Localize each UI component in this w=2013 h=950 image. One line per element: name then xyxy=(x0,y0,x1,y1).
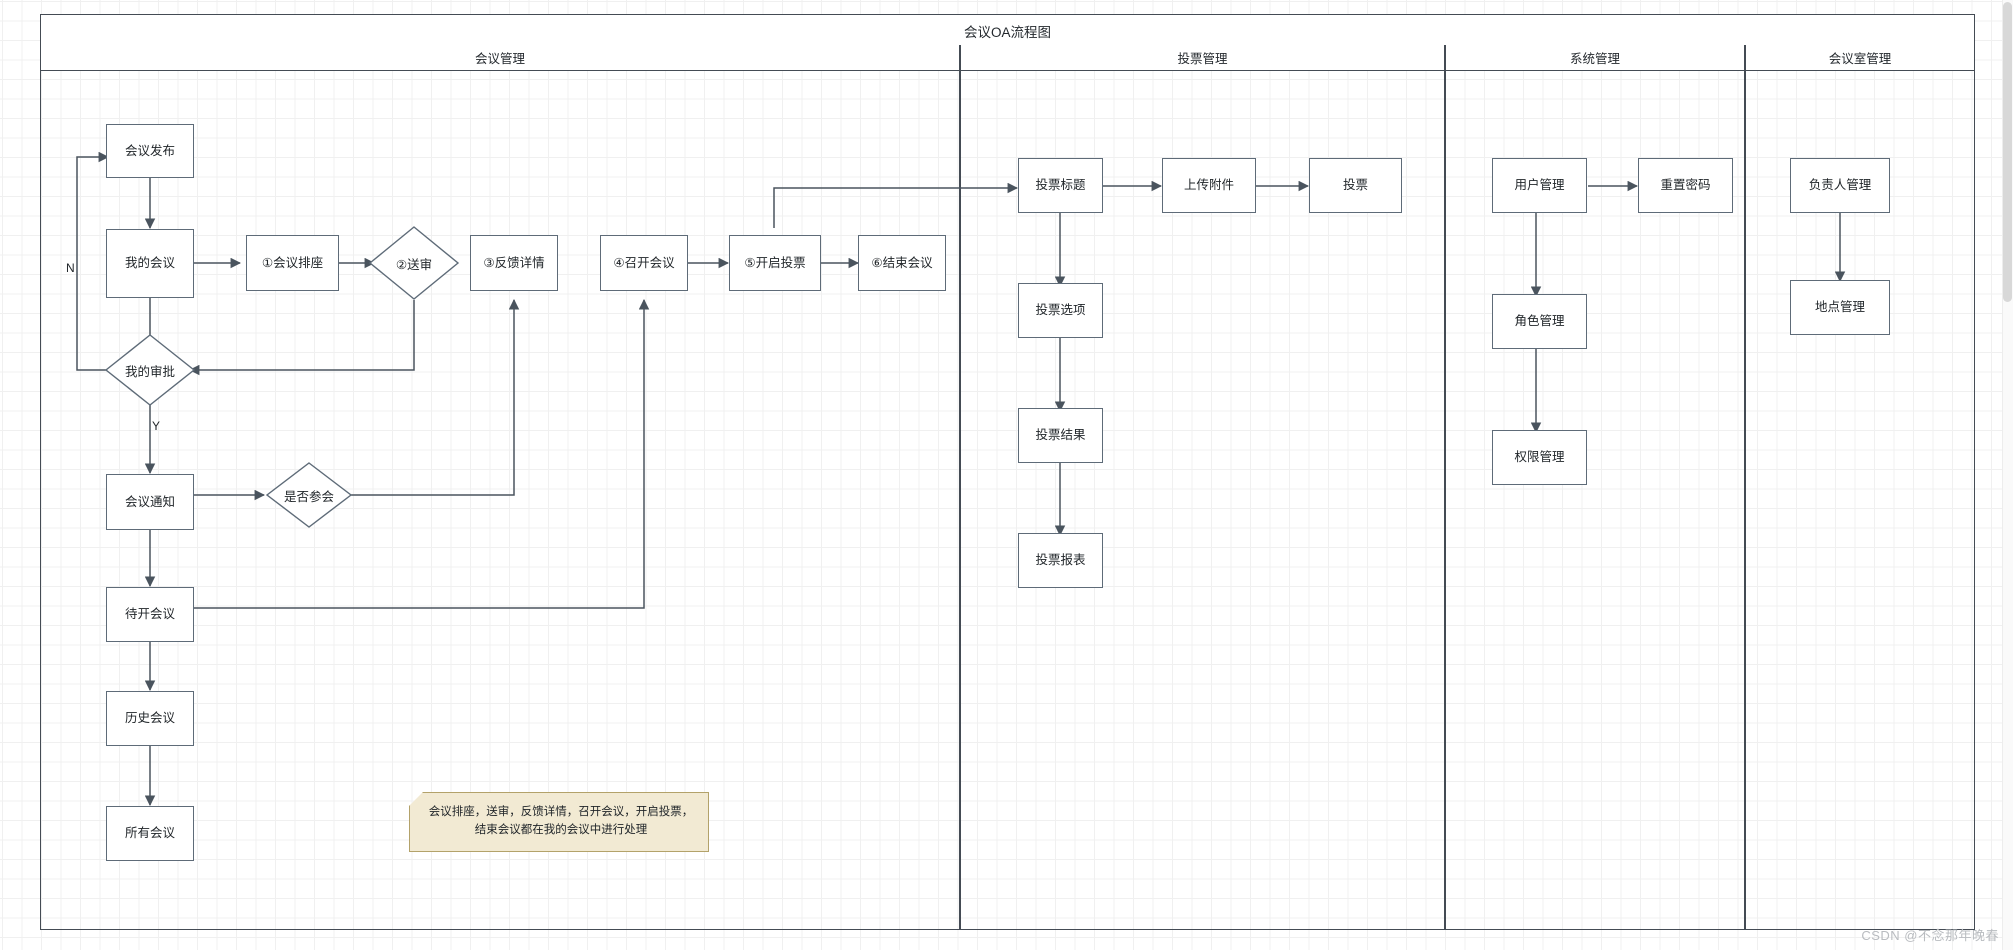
vertical-scrollbar-thumb[interactable] xyxy=(2003,2,2012,302)
node-feedback-detail[interactable]: ③反馈详情 xyxy=(470,235,558,291)
node-end-meeting[interactable]: ⑥结束会议 xyxy=(858,235,946,291)
node-seat-arrange[interactable]: ①会议排座 xyxy=(246,235,339,291)
lane-body-system-management xyxy=(1445,70,1745,930)
node-vote-report[interactable]: 投票报表 xyxy=(1018,533,1103,588)
node-pending-meeting[interactable]: 待开会议 xyxy=(106,587,194,642)
node-meeting-notice[interactable]: 会议通知 xyxy=(106,474,194,530)
sticky-note-line2: 结束会议都在我的会议中进行处理 xyxy=(474,824,648,836)
decision-my-approval[interactable]: 我的审批 xyxy=(104,333,196,407)
node-vote-title[interactable]: 投票标题 xyxy=(1018,158,1103,213)
diagram-title: 会议OA流程图 xyxy=(40,14,1975,47)
node-location-manage[interactable]: 地点管理 xyxy=(1790,280,1890,335)
lane-body-vote-management xyxy=(960,70,1445,930)
decision-attend-or-not-label: 是否参会 xyxy=(283,489,334,504)
lane-header-system-management: 系统管理 xyxy=(1445,45,1745,71)
sticky-note-line1: 会议排座，送审，反馈详情，召开会议，开启投票， xyxy=(428,806,694,819)
decision-my-approval-label: 我的审批 xyxy=(124,364,175,379)
lane-header-room-management: 会议室管理 xyxy=(1745,45,1975,71)
node-meeting-publish[interactable]: 会议发布 xyxy=(106,124,194,178)
decision-submit-review[interactable]: ②送审 xyxy=(368,225,460,301)
node-reset-password[interactable]: 重置密码 xyxy=(1638,158,1733,213)
edge-label-no: N xyxy=(66,261,75,275)
node-user-manage[interactable]: 用户管理 xyxy=(1492,158,1587,213)
decision-submit-review-label: ②送审 xyxy=(395,257,433,272)
node-permission-manage[interactable]: 权限管理 xyxy=(1492,430,1587,485)
node-owner-manage[interactable]: 负责人管理 xyxy=(1790,158,1890,213)
edge-label-yes: Y xyxy=(152,419,161,433)
diamond-shape xyxy=(368,226,460,300)
sticky-note: 会议排座，送审，反馈详情，召开会议，开启投票， 结束会议都在我的会议中进行处理 xyxy=(409,792,709,852)
node-hold-meeting[interactable]: ④召开会议 xyxy=(600,235,688,291)
node-history-meeting[interactable]: 历史会议 xyxy=(106,691,194,746)
node-vote-option[interactable]: 投票选项 xyxy=(1018,283,1103,338)
lane-body-room-management xyxy=(1745,70,1975,930)
node-start-vote[interactable]: ⑤开启投票 xyxy=(729,235,821,291)
node-role-manage[interactable]: 角色管理 xyxy=(1492,294,1587,349)
node-all-meeting[interactable]: 所有会议 xyxy=(106,806,194,861)
node-vote-result[interactable]: 投票结果 xyxy=(1018,408,1103,463)
watermark: CSDN @不念那年晚春 xyxy=(1861,928,1999,943)
node-vote[interactable]: 投票 xyxy=(1309,158,1402,213)
node-upload-attachment[interactable]: 上传附件 xyxy=(1162,158,1256,213)
node-my-meeting[interactable]: 我的会议 xyxy=(106,229,194,298)
lane-header-vote-management: 投票管理 xyxy=(960,45,1445,71)
lane-body-meeting-management xyxy=(40,70,960,930)
vertical-scrollbar[interactable] xyxy=(2002,0,2013,950)
lane-header-meeting-management: 会议管理 xyxy=(40,45,960,71)
decision-attend-or-not[interactable]: 是否参会 xyxy=(265,461,353,529)
